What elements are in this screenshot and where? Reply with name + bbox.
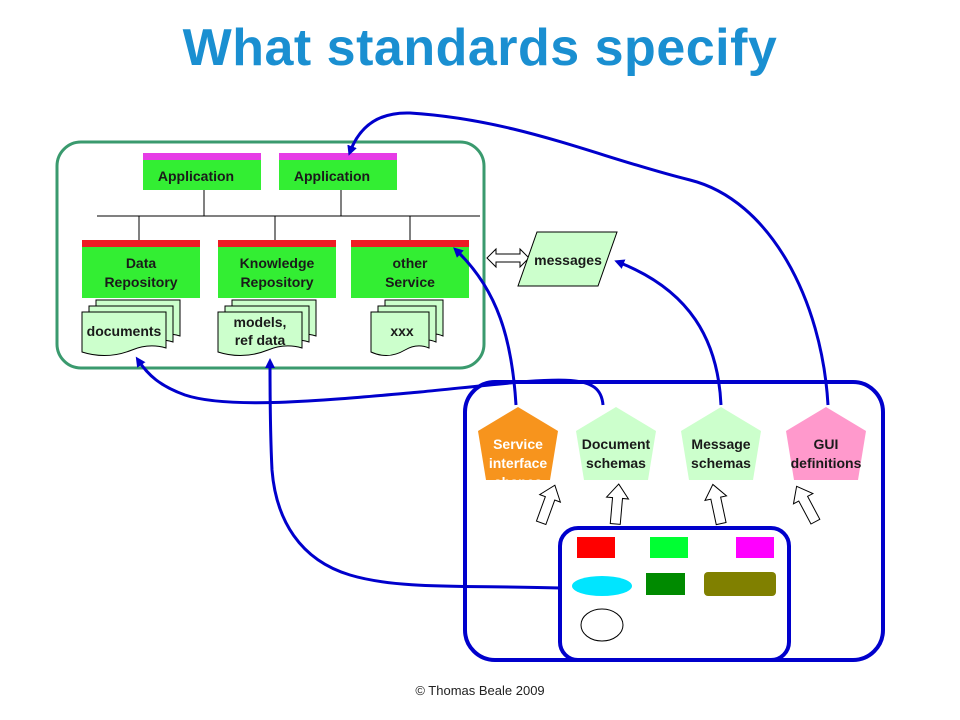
application-label-1: Application xyxy=(158,168,234,184)
store-label-line1: models, xyxy=(234,314,287,330)
store-models-ref-data: models, ref data xyxy=(217,299,317,356)
palette-white-ellipse xyxy=(580,608,624,642)
standard-label-line2: schemas xyxy=(691,455,751,471)
application-label-2: Application xyxy=(294,168,370,184)
messages-double-arrow xyxy=(486,247,530,269)
store-label-xxx: xxx xyxy=(390,323,414,339)
standard-label-line1: Document xyxy=(582,436,651,452)
palette-green-rect xyxy=(650,537,688,558)
standard-label-line1: Service xyxy=(493,436,543,452)
palette-cyan-ellipse xyxy=(572,576,632,596)
standard-label-line2: definitions xyxy=(791,455,862,471)
palette-magenta-rect xyxy=(736,537,774,558)
palette-to-models-arrow xyxy=(265,358,561,590)
store-documents: documents xyxy=(81,299,181,356)
service-label-line1: Knowledge xyxy=(240,255,315,271)
service-label-line1: Data xyxy=(126,255,157,271)
store-label-line2: ref data xyxy=(235,332,286,348)
service-bus xyxy=(97,190,480,240)
palette-frame xyxy=(558,526,791,662)
store-xxx: xxx xyxy=(370,299,444,356)
up-arrow-1 xyxy=(535,484,562,526)
standard-gui-definitions: GUI definitions xyxy=(786,407,866,480)
palette-red-rect xyxy=(577,537,615,558)
standard-label-line1: Message xyxy=(691,436,750,452)
standard-document-schemas: Document schemas xyxy=(576,407,656,480)
store-label-documents: documents xyxy=(87,323,162,339)
service-label-line1: other xyxy=(393,255,429,271)
application-box-2: Application xyxy=(279,153,397,190)
footer-copyright: © Thomas Beale 2009 xyxy=(415,683,545,698)
service-label-line2: Service xyxy=(385,274,435,290)
standard-label-line2: schemas xyxy=(586,455,646,471)
palette-darkgreen-rect xyxy=(646,573,685,595)
service-label-line2: Repository xyxy=(240,274,313,290)
standard-label-line1: GUI xyxy=(814,436,839,452)
up-arrow-2 xyxy=(605,483,630,525)
up-arrow-3 xyxy=(704,483,728,526)
service-other: other Service xyxy=(351,240,469,298)
messages-label: messages xyxy=(534,252,602,268)
service-data-repository: Data Repository xyxy=(82,240,200,298)
standard-service-interface-shapes: Service interface shapes xyxy=(478,407,560,494)
slide-title: What standards specify xyxy=(182,19,778,77)
application-box-1: Application xyxy=(143,153,261,190)
service-label-line2: Repository xyxy=(104,274,177,290)
palette-olive-rect xyxy=(704,572,776,596)
message-schemas-to-messages-arrow xyxy=(614,259,723,406)
gui-to-application-arrow xyxy=(347,111,830,406)
standard-message-schemas: Message schemas xyxy=(681,407,761,480)
document-schemas-to-documents-arrow xyxy=(135,356,605,406)
standard-label-line2: interface xyxy=(489,455,548,471)
messages-shape: messages xyxy=(517,231,618,287)
service-knowledge-repository: Knowledge Repository xyxy=(218,240,336,298)
up-arrow-4 xyxy=(792,485,821,525)
